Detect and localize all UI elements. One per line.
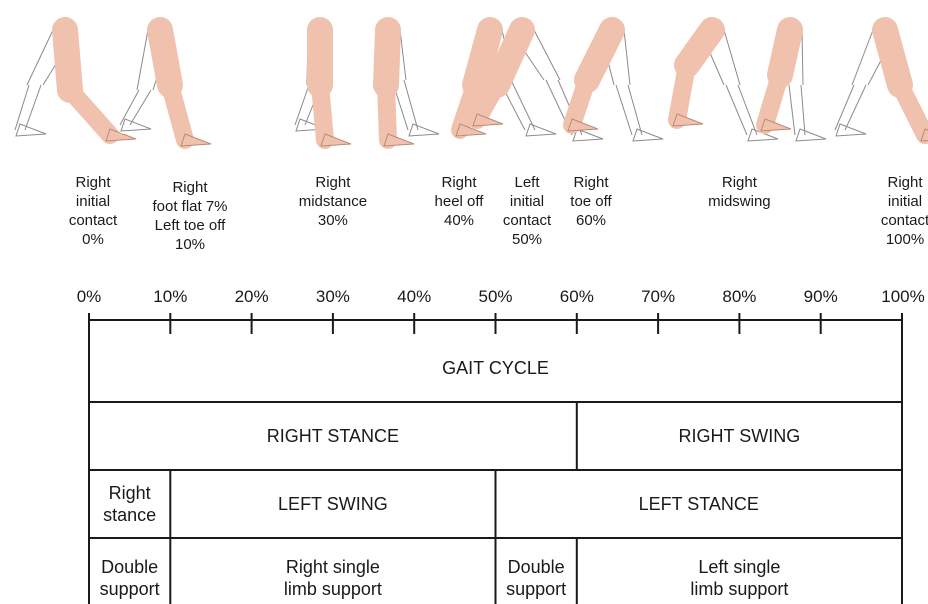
phase-cell: GAIT CYCLE [89,334,902,402]
phase-cell: LEFT SWING [170,470,495,538]
phase-cell: Right single limb support [170,538,495,604]
phase-cell: Double support [89,538,170,604]
phase-cell: LEFT STANCE [496,470,903,538]
phase-cell: RIGHT STANCE [89,402,577,470]
phase-cell: Right stance [89,470,170,538]
phase-cell: RIGHT SWING [577,402,902,470]
phase-cell: Left single limb support [577,538,902,604]
phase-cell: Double support [496,538,577,604]
